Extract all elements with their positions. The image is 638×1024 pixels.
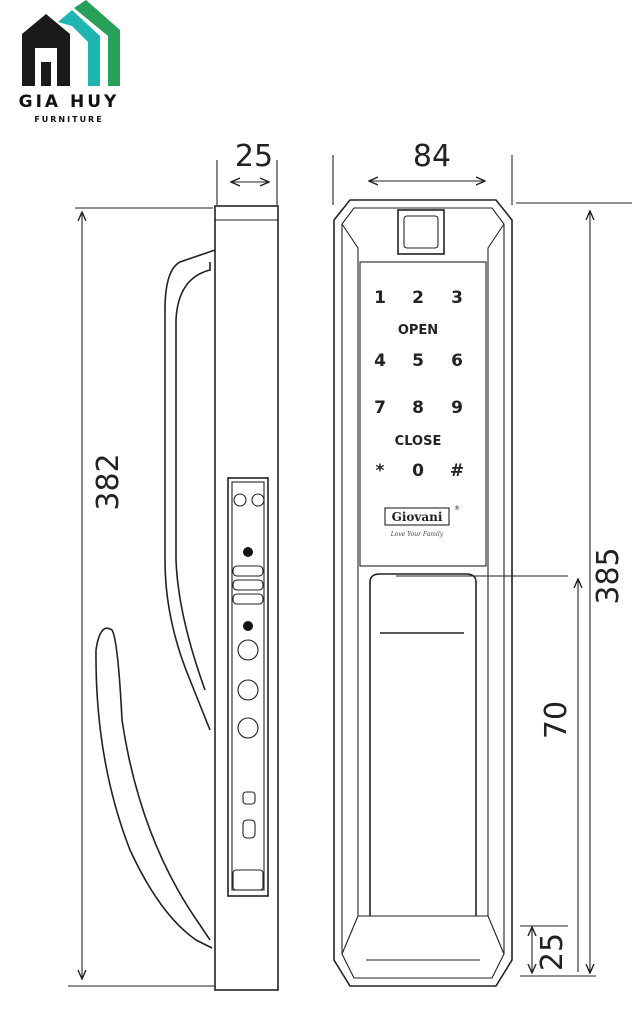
handle-hook (95, 627, 213, 949)
key-star[interactable]: * (376, 461, 385, 481)
logo-house-icon (22, 14, 70, 86)
handle-height-dimension: 70 (539, 701, 574, 739)
front-housing (333, 199, 513, 987)
key-8[interactable]: 8 (412, 398, 424, 418)
logo-green-stripe-icon (74, 0, 120, 86)
key-4[interactable]: 4 (374, 351, 386, 371)
fingerprint-sensor[interactable] (397, 209, 445, 255)
keypad-panel (359, 261, 487, 567)
side-handle (164, 249, 216, 731)
lock-brand-name: Giovani (392, 510, 443, 524)
key-1[interactable]: 1 (374, 288, 386, 308)
front-pull-handle[interactable] (369, 573, 477, 916)
side-width-dimension: 25 (235, 139, 273, 174)
key-9[interactable]: 9 (451, 398, 463, 418)
lock-brand-tagline: Love Your Family (390, 531, 444, 538)
key-2[interactable]: 2 (412, 288, 424, 308)
logo-teal-stripe-icon (58, 10, 100, 86)
lock-brand-mark: ® (454, 505, 460, 512)
front-view: 84 385 70 25 1 2 3 OPEN 4 5 (332, 139, 632, 987)
keypad: 1 2 3 OPEN 4 5 6 7 8 9 CLOSE * 0 # (374, 288, 464, 481)
front-height-dimension: 385 (591, 547, 626, 604)
bottom-height-dimension: 25 (535, 933, 570, 971)
brand-subtitle: FURNITURE (34, 115, 104, 124)
gia-huy-logo (22, 0, 120, 86)
close-label: CLOSE (395, 434, 442, 449)
open-label: OPEN (398, 323, 438, 338)
key-0[interactable]: 0 (412, 461, 424, 481)
key-hash[interactable]: # (450, 461, 464, 481)
mortise-plate (227, 477, 269, 897)
key-6[interactable]: 6 (451, 351, 463, 371)
side-body (214, 205, 279, 991)
side-height-dimension: 382 (91, 453, 126, 510)
key-3[interactable]: 3 (451, 288, 463, 308)
key-5[interactable]: 5 (412, 351, 424, 371)
front-width-dimension: 84 (413, 139, 451, 174)
side-view: 25 382 (68, 139, 279, 991)
key-7[interactable]: 7 (374, 398, 386, 418)
brand-name: GIA HUY (18, 92, 120, 112)
